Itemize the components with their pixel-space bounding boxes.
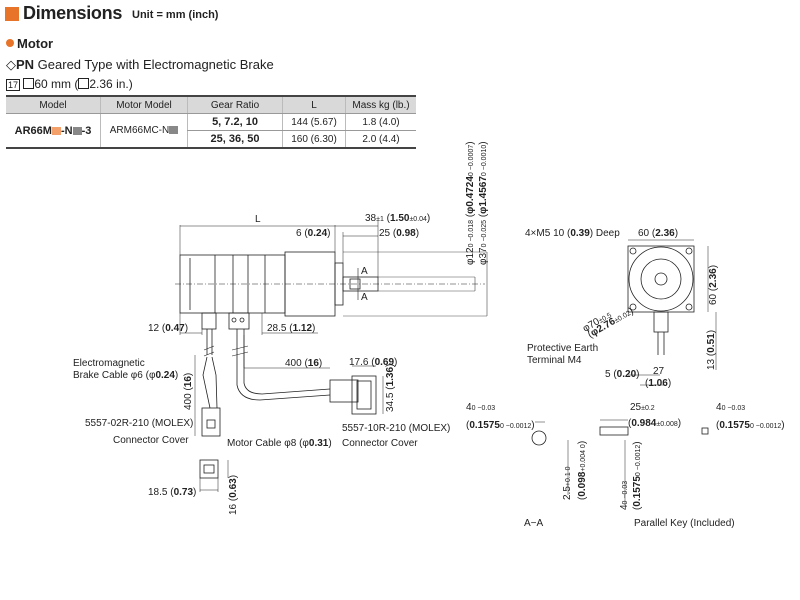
square-icon bbox=[23, 78, 35, 89]
dim-L: L bbox=[255, 214, 261, 225]
dim-60-horizontal: 60 (2.36) bbox=[638, 228, 678, 239]
dim-34-5: 34.5 (1.36) bbox=[385, 364, 396, 412]
brake-connector bbox=[201, 407, 221, 437]
key-length-inch: (0.984±0.008) bbox=[628, 418, 681, 429]
dim-27-inch: (1.06) bbox=[645, 378, 671, 389]
dim-phi37: φ370 −0.025 (φ1.45670 −0.0010) bbox=[478, 141, 489, 265]
dim-2-5: 2.5+0.1 0 bbox=[562, 466, 573, 500]
size-in: 2.36 in.) bbox=[89, 77, 133, 91]
spec-table: Model Motor Model Gear Ratio L Mass kg (… bbox=[6, 95, 416, 149]
dim-12: 12 (0.47) bbox=[148, 323, 188, 334]
size-mm: 60 mm ( bbox=[34, 77, 79, 91]
tapped-hole-label: 4×M5 10 (0.39) Deep bbox=[525, 228, 620, 239]
dim-28-5: 28.5 (1.12) bbox=[267, 323, 315, 334]
section-aa-label: A−A bbox=[524, 518, 544, 529]
unit-label: Unit = mm (inch) bbox=[132, 9, 219, 21]
dim-60-vertical: 60 (2.36) bbox=[708, 265, 719, 305]
dim-18-5: 18.5 (0.73) bbox=[148, 487, 196, 498]
diamond-icon: ◇ bbox=[6, 57, 16, 72]
dim-6: 6 (0.24) bbox=[296, 228, 330, 239]
bullet-icon bbox=[6, 39, 14, 47]
mass-cell: 2.0 (4.4) bbox=[345, 130, 416, 149]
section-mark-a: A bbox=[361, 266, 368, 277]
key-width-a: 40 −0.03 bbox=[466, 402, 495, 413]
mass-cell: 1.8 (4.0) bbox=[345, 113, 416, 131]
key-width-b-inch: (0.15750 −0.0012) bbox=[716, 420, 785, 431]
brake-cable-label: Brake Cable φ6 (φ0.24) bbox=[73, 370, 178, 381]
dim-4-vertical: 40 −0.03 bbox=[619, 481, 630, 510]
type-desc: Geared Type with Electromagnetic Brake bbox=[34, 57, 274, 72]
model-box-icon bbox=[72, 126, 82, 135]
frame-tag: 17 bbox=[6, 79, 21, 91]
dim-phi12: φ120 −0.018 (φ0.47240 −0.0007) bbox=[465, 141, 476, 265]
pe-terminal-label: Terminal M4 bbox=[527, 355, 582, 366]
dim-400-vertical: 400 (16) bbox=[183, 373, 194, 410]
dim-5: 5 (0.20) bbox=[605, 369, 639, 380]
dim-16: 16 (0.63) bbox=[228, 475, 239, 515]
section-title: Motor bbox=[17, 36, 54, 51]
dim-400-horizontal: 400 (16) bbox=[285, 358, 322, 369]
col-l: L bbox=[282, 95, 346, 114]
ratio-cell: 25, 36, 50 bbox=[187, 130, 283, 149]
key-length: 25±0.2 bbox=[630, 402, 655, 413]
col-model: Model bbox=[6, 95, 101, 114]
motor-model-cell: ARM66MC-N bbox=[100, 113, 188, 149]
col-gear-ratio: Gear Ratio bbox=[187, 95, 283, 114]
dim-2-5-inch: (0.098+0.004 0) bbox=[577, 441, 588, 500]
small-connector-label: 5557-02R-210 (MOLEX) bbox=[85, 418, 193, 429]
col-motor-model: Motor Model bbox=[100, 95, 188, 114]
model-cell: AR66M-N-3 bbox=[6, 113, 101, 149]
type-line: ◇PN Geared Type with Electromagnetic Bra… bbox=[6, 57, 274, 73]
front-flange bbox=[627, 245, 695, 313]
square-icon bbox=[78, 78, 90, 89]
table-row: 25, 36, 50 160 (6.30) 2.0 (4.4) bbox=[6, 130, 416, 149]
l-cell: 160 (6.30) bbox=[282, 130, 346, 149]
ratio-cell: 5, 7.2, 10 bbox=[187, 113, 283, 131]
title-marker bbox=[5, 7, 19, 21]
l-cell: 144 (5.67) bbox=[282, 113, 346, 131]
dim-27: 27 bbox=[653, 366, 665, 377]
parallel-key-label: Parallel Key (Included) bbox=[634, 518, 735, 529]
size-line: 17 60 mm ( 2.36 in.) bbox=[6, 77, 133, 91]
motor-cable-label: Motor Cable φ8 (φ0.31) bbox=[227, 438, 332, 449]
dim-17-6: 17.6 (0.69) bbox=[349, 357, 397, 368]
parallel-key bbox=[599, 426, 629, 436]
col-mass: Mass kg (lb.) bbox=[345, 95, 416, 114]
type-code: PN bbox=[16, 57, 35, 72]
motor-connector bbox=[329, 379, 359, 403]
connector-cover-label: Connector Cover bbox=[342, 438, 418, 449]
key-width-b: 40 −0.03 bbox=[716, 402, 745, 413]
dim-38: 38±1 (1.50±0.04) bbox=[365, 213, 430, 224]
key-width-a-inch: (0.15750 −0.0012) bbox=[466, 420, 535, 431]
table-row: AR66M-N-3 ARM66MC-N 5, 7.2, 10 144 (5.67… bbox=[6, 113, 416, 149]
brake-cable-label: Electromagnetic bbox=[73, 358, 145, 369]
table-header-row: Model Motor Model Gear Ratio L Mass kg (… bbox=[6, 95, 416, 114]
page-title: Dimensions bbox=[23, 3, 123, 23]
model-box-icon bbox=[51, 126, 61, 135]
connector-cover-label: Connector Cover bbox=[113, 435, 189, 446]
pe-terminal-label: Protective Earth bbox=[527, 343, 598, 354]
dim-13: 13 (0.51) bbox=[706, 330, 717, 370]
dim-4-vertical-inch: (0.15750 −0.0012) bbox=[632, 441, 643, 510]
model-box-icon bbox=[169, 126, 179, 134]
dim-25: 25 (0.98) bbox=[379, 228, 419, 239]
section-mark-a: A bbox=[361, 292, 368, 303]
large-connector-label: 5557-10R-210 (MOLEX) bbox=[342, 423, 450, 434]
